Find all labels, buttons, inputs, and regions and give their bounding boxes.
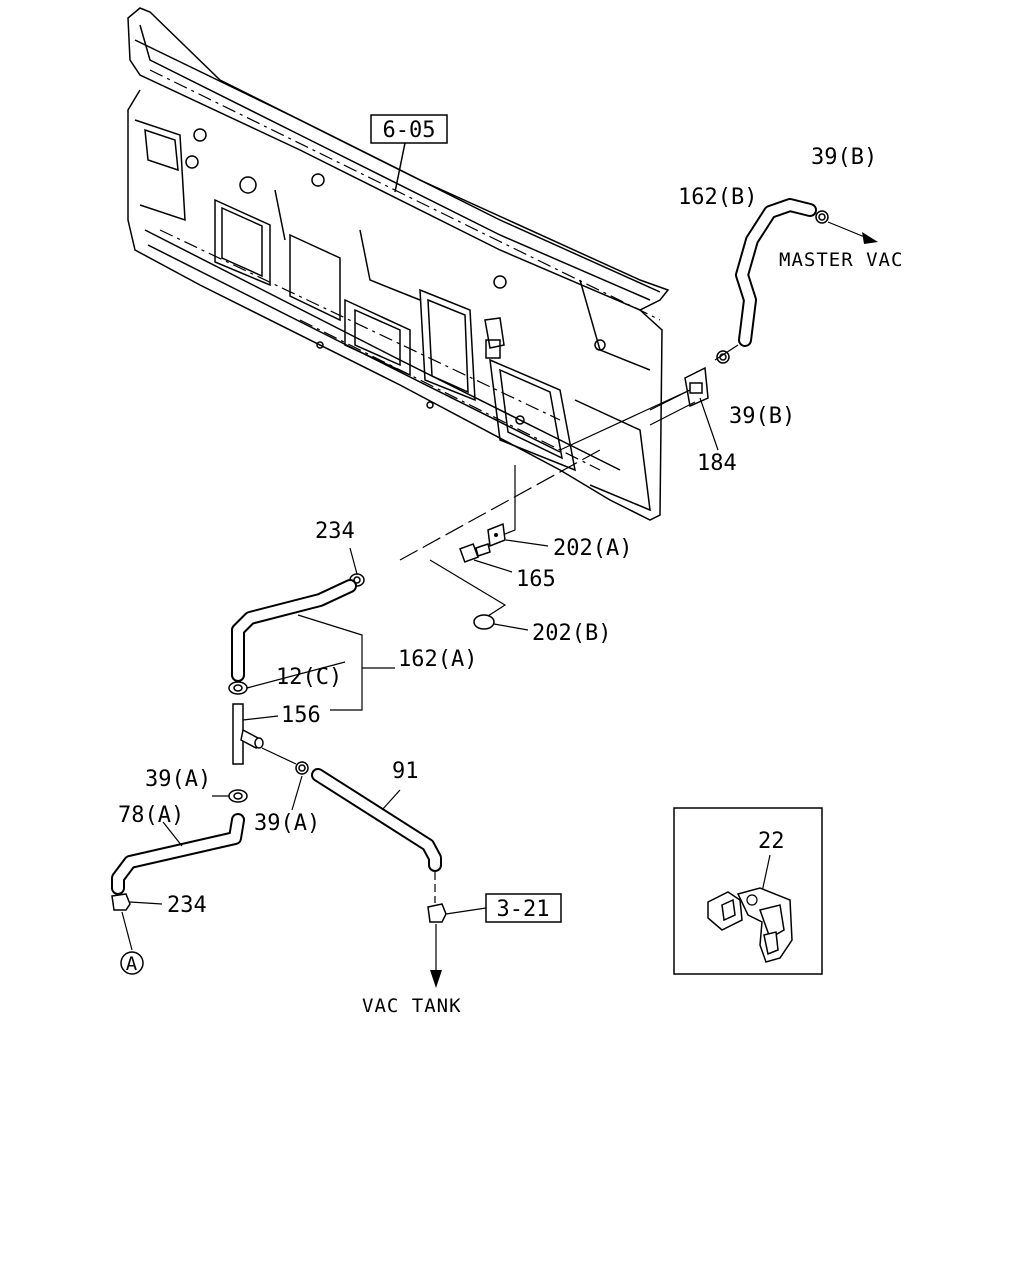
fitting-3-21 bbox=[427, 903, 447, 923]
circle-ref-a[interactable]: A bbox=[120, 951, 144, 975]
label-39a-left: 39(A) bbox=[145, 767, 211, 792]
label-39a-right: 39(A) bbox=[254, 811, 320, 836]
nipple-link bbox=[261, 747, 297, 765]
label-234-bottom: 234 bbox=[167, 893, 207, 918]
leader-234-bottom bbox=[129, 901, 163, 905]
leader-91 bbox=[381, 789, 401, 811]
section-ref-3-21[interactable]: 3-21 bbox=[485, 893, 562, 923]
pipe-through-panel bbox=[559, 389, 691, 451]
label-vac-tank: VAC TANK bbox=[362, 995, 462, 1017]
section-ref-3-21-label: 3-21 bbox=[497, 897, 550, 922]
arrow-master-vac-head bbox=[862, 232, 878, 244]
clamp-12c bbox=[228, 681, 248, 695]
leader-12c bbox=[246, 661, 346, 689]
label-22: 22 bbox=[758, 829, 785, 854]
label-78a: 78(A) bbox=[118, 803, 184, 828]
leader-165 bbox=[473, 559, 513, 573]
label-156: 156 bbox=[281, 703, 321, 728]
bulkhead-fitting-184 bbox=[649, 366, 709, 426]
leader-202a bbox=[505, 539, 549, 547]
label-91: 91 bbox=[392, 759, 419, 784]
nipple-184 bbox=[714, 344, 739, 361]
clamp-39a-left bbox=[228, 789, 248, 803]
hose-162a bbox=[231, 579, 357, 682]
section-ref-6-05-label: 6-05 bbox=[383, 118, 436, 143]
label-184: 184 bbox=[697, 451, 737, 476]
leader-39a-right bbox=[291, 775, 303, 811]
label-234-top: 234 bbox=[315, 519, 355, 544]
leader-78a bbox=[162, 821, 183, 847]
hose-91 bbox=[311, 768, 442, 872]
arrow-vac-tank-head bbox=[430, 970, 442, 988]
label-165: 165 bbox=[516, 567, 556, 592]
section-ref-6-05[interactable]: 6-05 bbox=[370, 114, 448, 144]
cap-234-bottom bbox=[111, 893, 131, 911]
leader-circle-a bbox=[121, 911, 133, 951]
label-39b-top: 39(B) bbox=[811, 145, 877, 170]
cowl-panel bbox=[127, 7, 670, 521]
clamp-39a-right bbox=[295, 761, 309, 775]
clamp-39b-top bbox=[815, 210, 829, 224]
hose-78a bbox=[111, 813, 245, 895]
label-162b: 162(B) bbox=[678, 185, 757, 210]
leader-3-21 bbox=[445, 907, 487, 915]
circle-ref-a-label: A bbox=[126, 953, 138, 975]
label-master-vac: MASTER VAC bbox=[779, 249, 903, 271]
inset-clip-22 bbox=[673, 807, 823, 975]
label-202a: 202(A) bbox=[553, 536, 632, 561]
leader-202b bbox=[493, 623, 529, 631]
leader-202b-upper bbox=[429, 559, 507, 617]
hose-162b bbox=[735, 198, 817, 347]
label-39b-mid: 39(B) bbox=[729, 404, 795, 429]
pipe-dash bbox=[399, 449, 601, 561]
leader-22 bbox=[761, 854, 771, 893]
leader-6-05 bbox=[394, 142, 406, 193]
tee-156 bbox=[232, 703, 264, 765]
leader-234-top bbox=[349, 547, 358, 575]
pad-202a bbox=[487, 522, 506, 548]
label-162a: 162(A) bbox=[398, 647, 477, 672]
bolt-165 bbox=[459, 543, 491, 563]
label-202b: 202(B) bbox=[532, 621, 611, 646]
plug-202b bbox=[473, 614, 495, 630]
leader-184 bbox=[699, 397, 719, 451]
leader-156 bbox=[242, 715, 279, 721]
label-12c: 12(C) bbox=[276, 665, 342, 690]
bracket-162a bbox=[297, 614, 363, 711]
